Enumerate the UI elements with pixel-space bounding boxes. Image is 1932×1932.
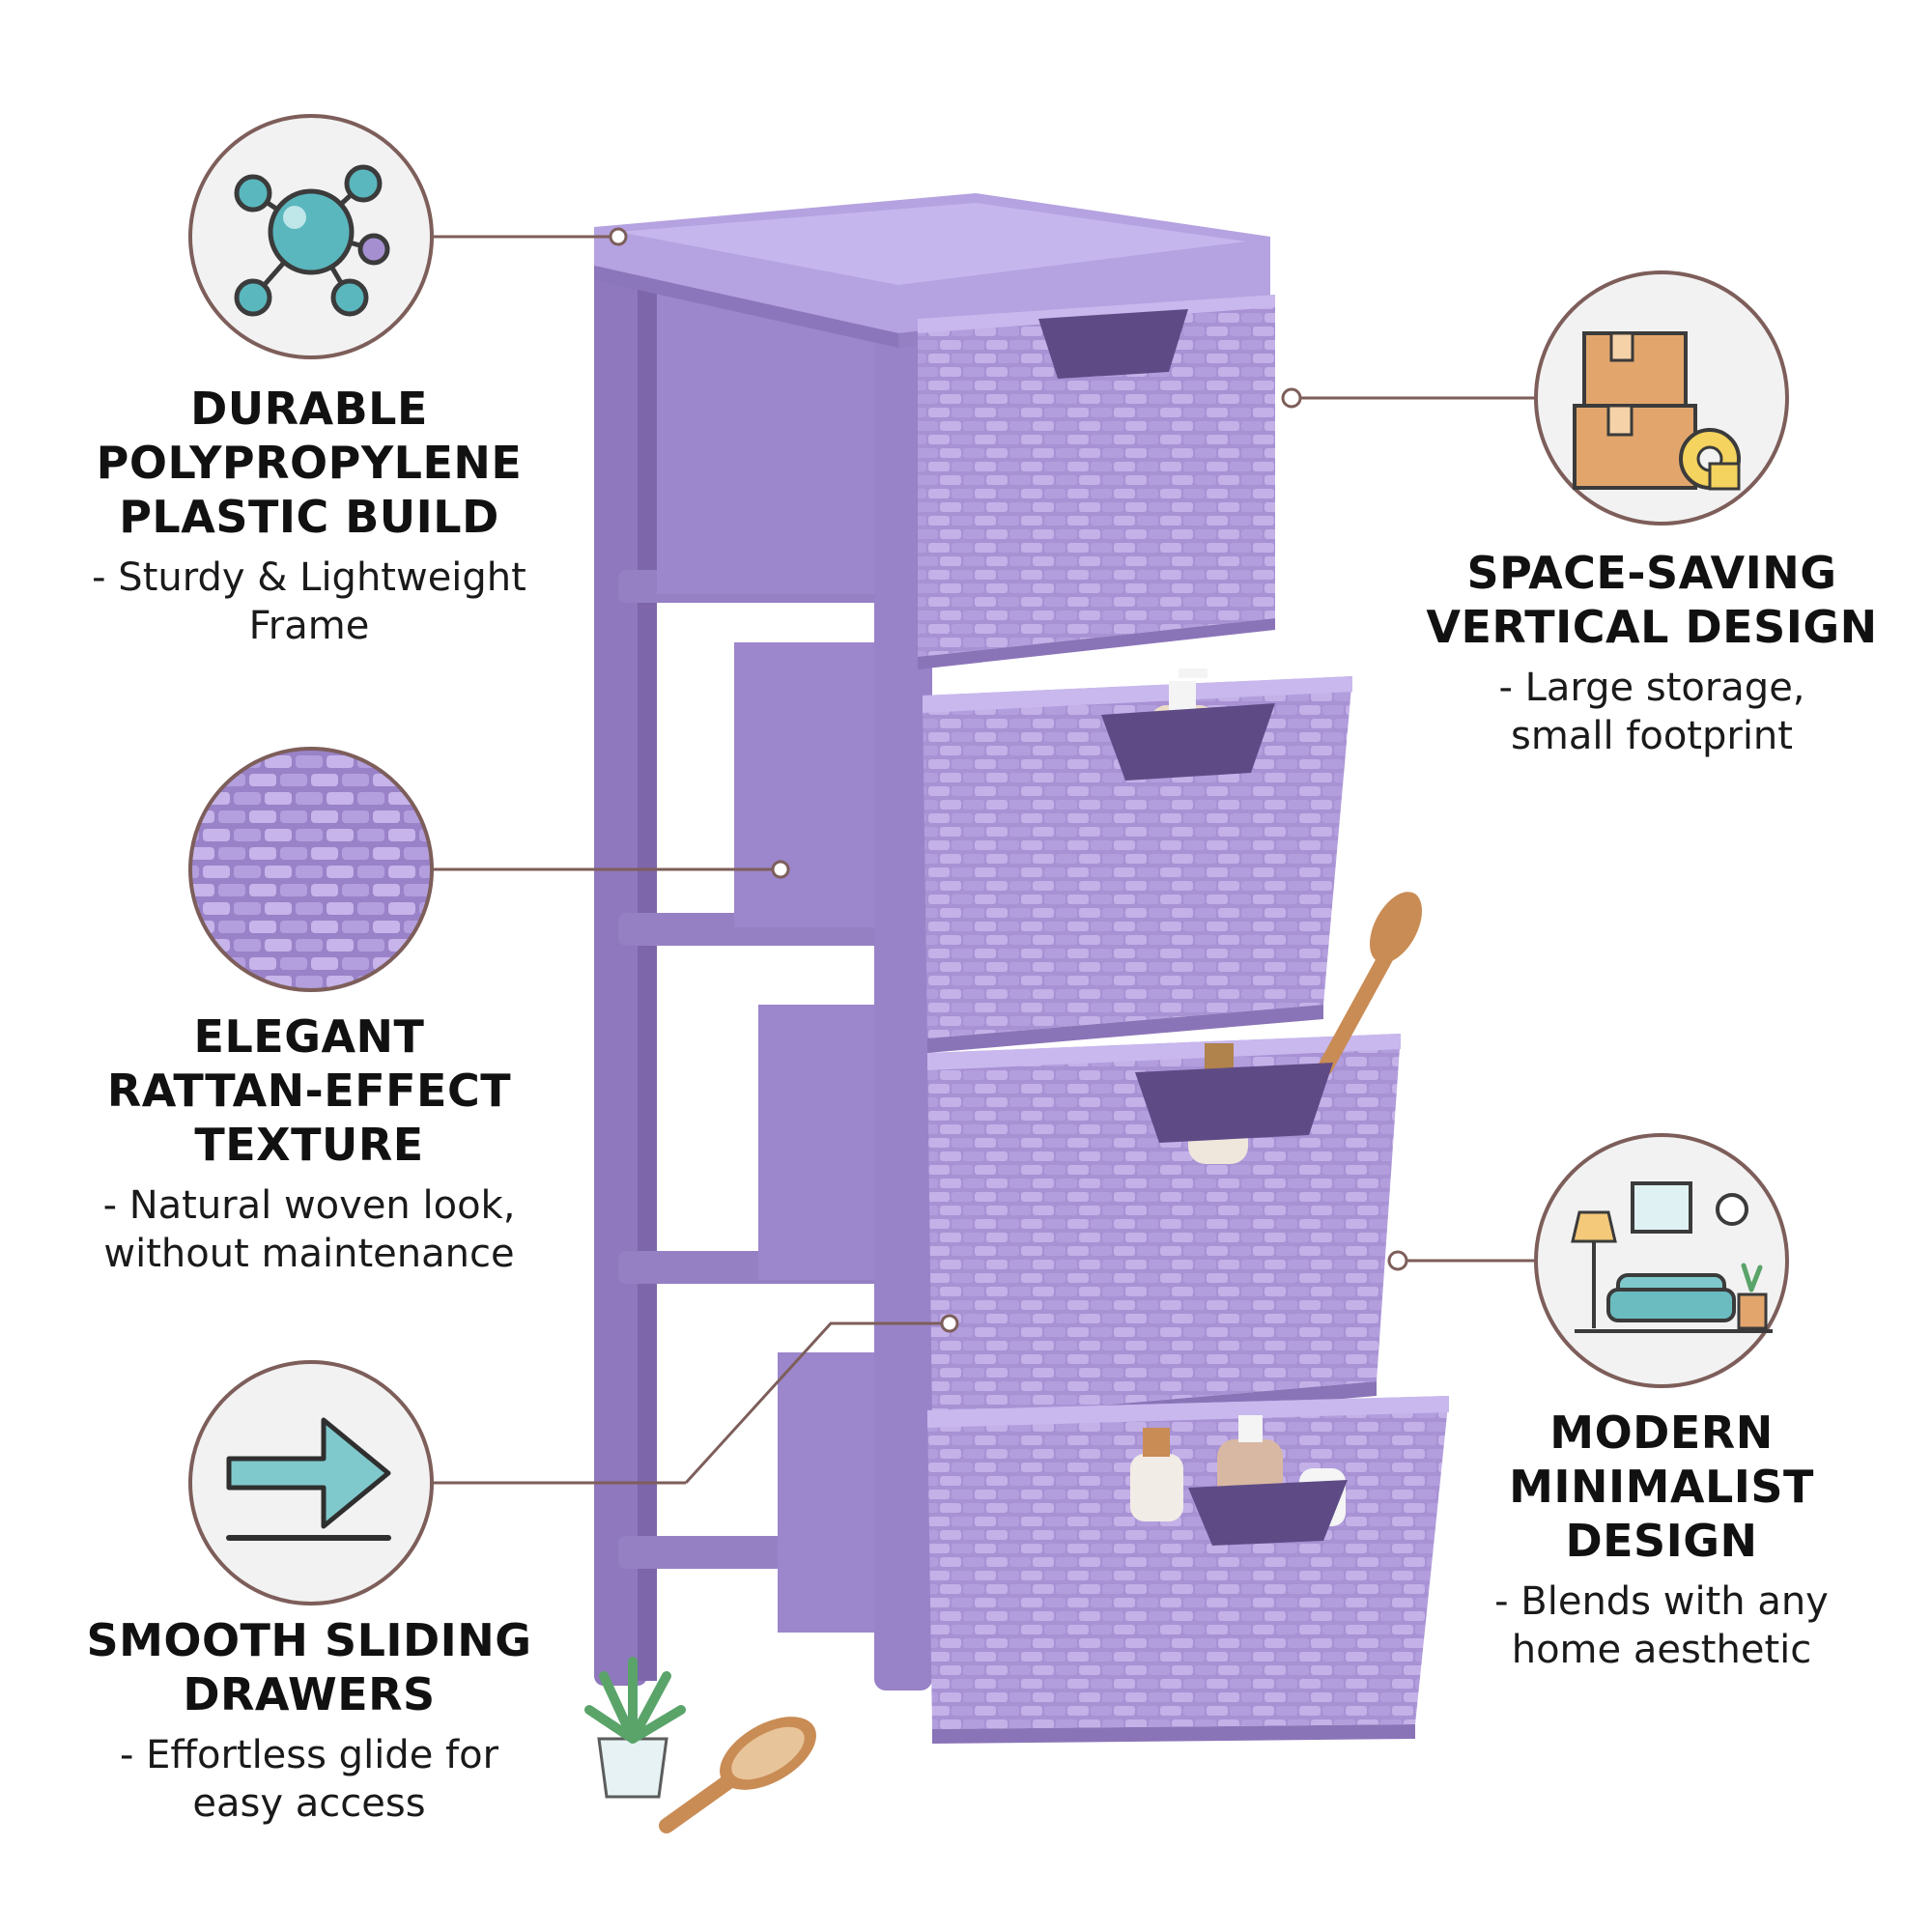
drawer-handle bbox=[1135, 1063, 1333, 1143]
potted-plant bbox=[584, 1657, 686, 1799]
feature-durable: DURABLE POLYPROPYLENE PLASTIC BUILD - St… bbox=[39, 382, 580, 650]
bottle bbox=[1130, 1454, 1183, 1521]
callout-dot bbox=[609, 227, 628, 246]
feature-subtitle: - Blends with any home aesthetic bbox=[1494, 1579, 1829, 1672]
wooden-brush bbox=[659, 1717, 816, 1833]
drawer-4 bbox=[927, 1396, 1449, 1744]
lamp-icon bbox=[1571, 1210, 1617, 1243]
wall-picture-icon bbox=[1631, 1181, 1692, 1234]
side-bin bbox=[734, 642, 889, 927]
feature-space-saving: SPACE-SAVING VERTICAL DESIGN - Large sto… bbox=[1391, 546, 1913, 760]
molecule-icon bbox=[188, 114, 434, 359]
feature-title: DURABLE POLYPROPYLENE PLASTIC BUILD bbox=[96, 383, 523, 543]
hair-brush bbox=[1318, 949, 1394, 1075]
woven-texture-icon bbox=[188, 747, 434, 992]
living-room-icon bbox=[1534, 1133, 1789, 1388]
drawer-handle bbox=[1038, 309, 1188, 379]
feature-title: SPACE-SAVING VERTICAL DESIGN bbox=[1426, 547, 1878, 653]
feature-subtitle: - Large storage, small footprint bbox=[1498, 666, 1805, 758]
callout-dot bbox=[1387, 1250, 1408, 1271]
feature-subtitle: - Effortless glide for easy access bbox=[119, 1733, 499, 1826]
feature-subtitle: - Sturdy & Lightweight Frame bbox=[92, 555, 526, 648]
feature-title: MODERN MINIMALIST DESIGN bbox=[1509, 1406, 1814, 1567]
drawer-handle bbox=[1188, 1480, 1348, 1546]
drawer-1 bbox=[918, 295, 1275, 669]
feature-title: ELEGANT RATTAN-EFFECT TEXTURE bbox=[106, 1010, 512, 1171]
callout-dot bbox=[771, 860, 790, 879]
feature-title: SMOOTH SLIDING DRAWERS bbox=[86, 1614, 532, 1720]
feature-sliding: SMOOTH SLIDING DRAWERS - Effortless glid… bbox=[39, 1613, 580, 1828]
side-bin bbox=[758, 1005, 894, 1280]
callout-dot bbox=[940, 1314, 959, 1333]
arrow-right-icon bbox=[188, 1360, 434, 1605]
drawer-handle bbox=[1101, 703, 1275, 781]
clock-icon bbox=[1716, 1193, 1748, 1226]
callout-lines bbox=[433, 235, 1544, 1485]
feature-modern: MODERN MINIMALIST DESIGN - Blends with a… bbox=[1420, 1406, 1903, 1674]
feature-rattan: ELEGANT RATTAN-EFFECT TEXTURE - Natural … bbox=[39, 1009, 580, 1278]
feature-subtitle: - Natural woven look, without maintenanc… bbox=[102, 1183, 516, 1276]
drawer-2 bbox=[923, 668, 1352, 1053]
callout-dot bbox=[1281, 387, 1302, 409]
boxes-tape-icon bbox=[1534, 270, 1789, 526]
